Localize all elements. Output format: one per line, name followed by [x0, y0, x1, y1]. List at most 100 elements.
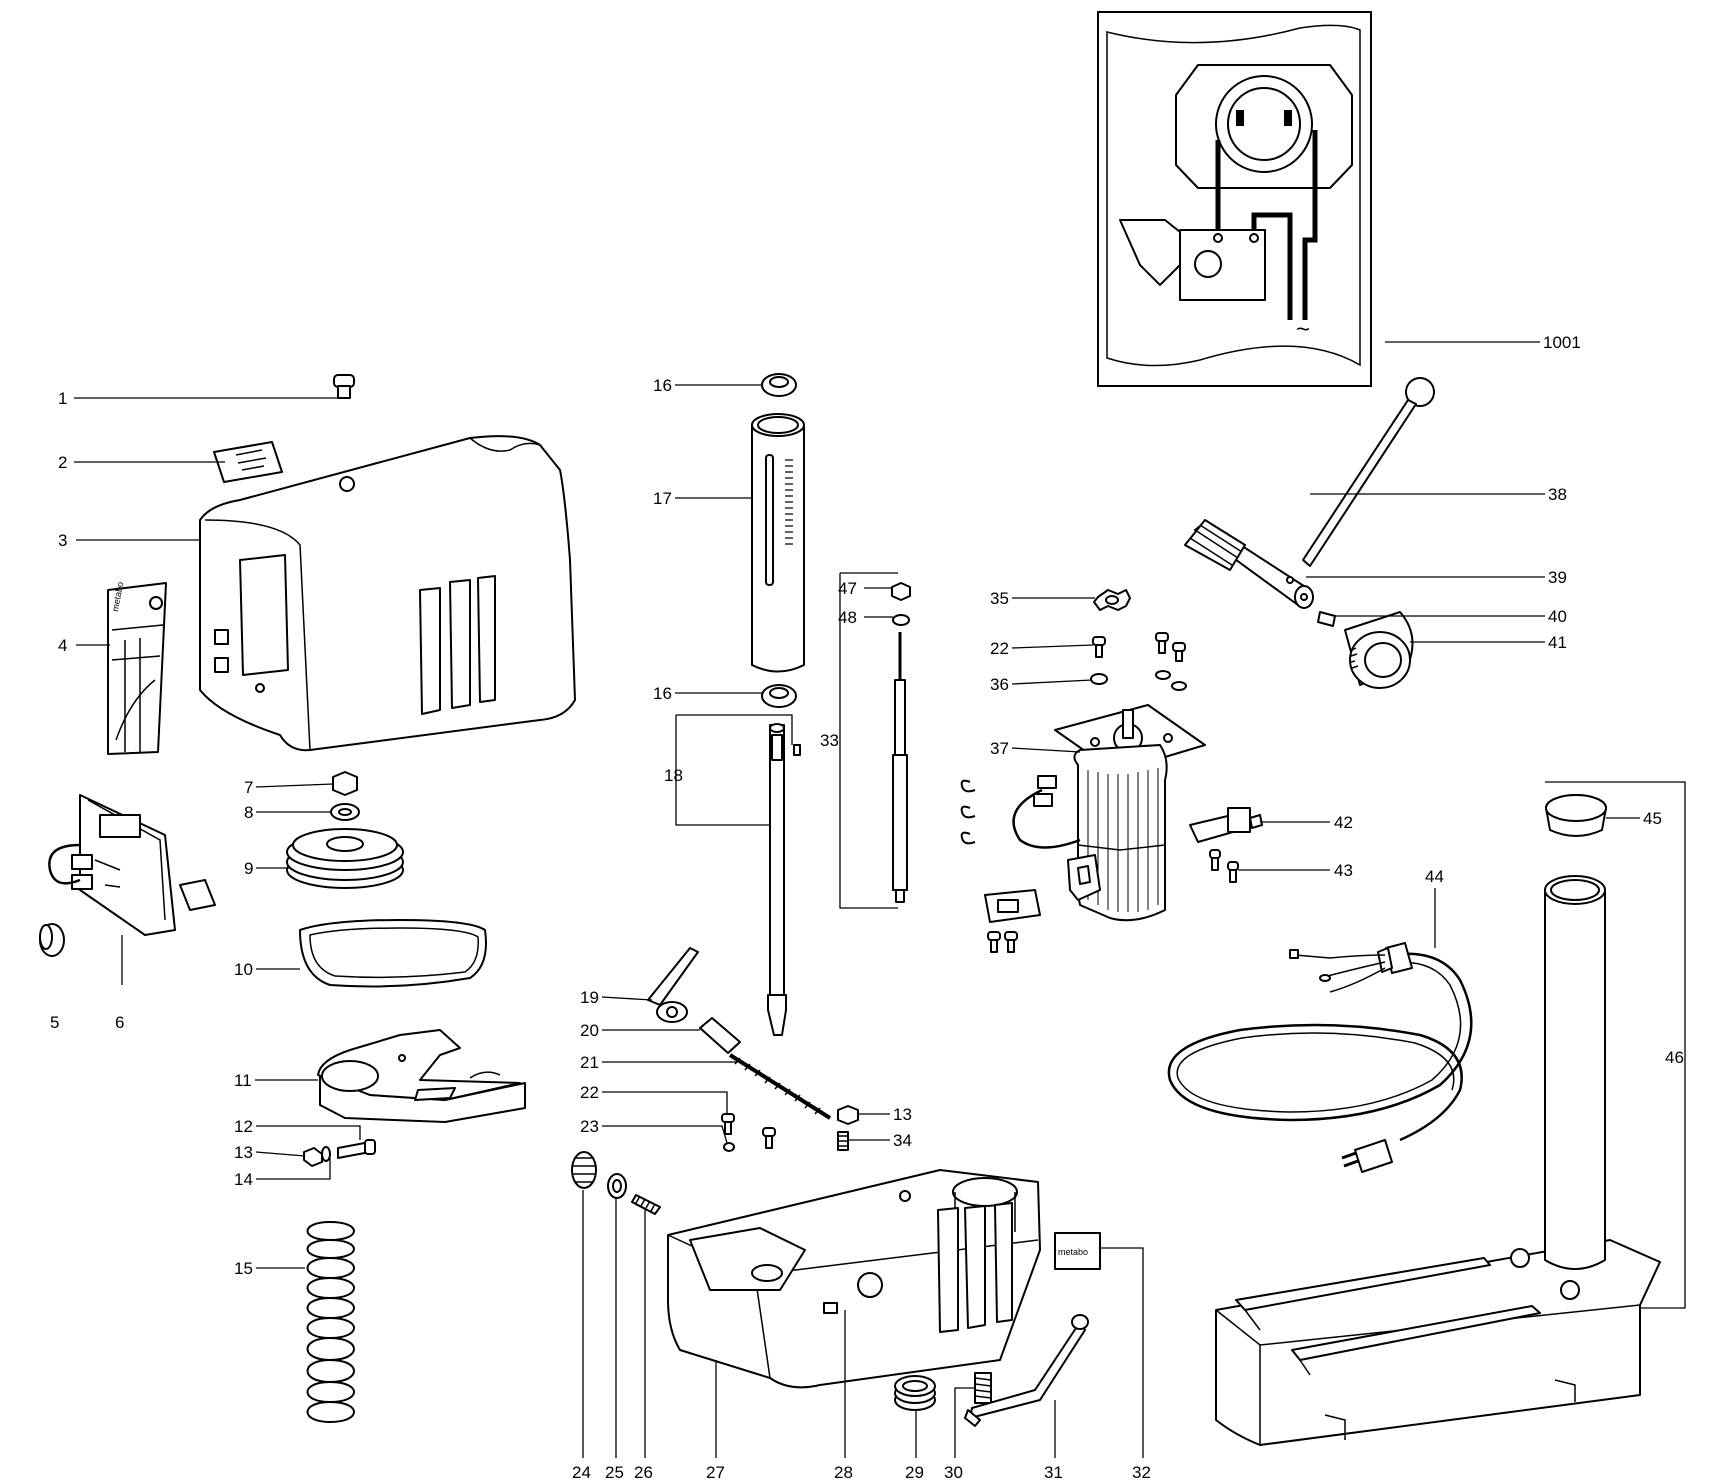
part-label-32: metabo [1054, 1232, 1101, 1270]
part-grub-screw-40 [1317, 611, 1336, 627]
part-nut-25 [607, 1173, 627, 1199]
callout-13-right: 13 [893, 1105, 912, 1124]
part-nut-7 [332, 771, 358, 796]
leader-lines [74, 341, 1686, 1458]
wiring-diagram-inset: ~ [1097, 11, 1372, 387]
callout-43: 43 [1334, 861, 1353, 880]
part-spring-15 [306, 1221, 355, 1424]
callout-16-top: 16 [653, 376, 672, 395]
callout-labels: 1 2 3 4 5 6 7 8 9 10 11 12 13 14 15 16 1… [50, 333, 1684, 1482]
callout-37: 37 [990, 739, 1009, 758]
callout-14: 14 [234, 1170, 253, 1189]
part-washer-14 [321, 1146, 331, 1162]
callout-20: 20 [580, 1021, 599, 1040]
part-washer-36 [1090, 673, 1108, 685]
callout-1: 1 [58, 389, 67, 408]
part-pulley-9 [286, 828, 404, 889]
callout-5: 5 [50, 1013, 59, 1032]
part-star-washer-35 [1093, 589, 1131, 611]
part-screws-43 [1209, 849, 1239, 883]
part-base-housing-27 [667, 1169, 1041, 1389]
part-screw-22-motor [1092, 636, 1106, 658]
part-nut-47 [891, 582, 911, 601]
part-handle-38 [1302, 377, 1435, 567]
callout-2: 2 [58, 453, 67, 472]
part-cap-45 [1545, 794, 1607, 837]
part-depth-ring-41 [1344, 611, 1414, 689]
callout-30: 30 [944, 1463, 963, 1482]
callout-40: 40 [1548, 607, 1567, 626]
callout-23: 23 [580, 1117, 599, 1136]
callout-10: 10 [234, 960, 253, 979]
callout-12: 12 [234, 1117, 253, 1136]
callout-42: 42 [1334, 813, 1353, 832]
callout-24: 24 [572, 1463, 591, 1482]
part-column-base-46 [1215, 875, 1661, 1446]
part-sleeve-20 [699, 1017, 741, 1054]
callout-39: 39 [1548, 568, 1567, 587]
part-pinion-shaft-39 [1184, 519, 1314, 609]
callout-34: 34 [893, 1131, 912, 1150]
part-knob-5 [39, 923, 65, 957]
callout-19: 19 [580, 988, 599, 1007]
part-power-cord-44 [1167, 942, 1473, 1173]
part-washer-8 [330, 803, 360, 821]
callout-22-center: 22 [580, 1083, 599, 1102]
callout-29: 29 [905, 1463, 924, 1482]
part-threaded-rod-21 [728, 1053, 832, 1120]
part-screws-motor-mount [1155, 632, 1187, 691]
part-label-plate-2 [213, 441, 283, 483]
part-housing-cover-3 [199, 435, 576, 752]
wiring-ac-symbol: ~ [1296, 316, 1310, 343]
callout-11: 11 [234, 1071, 252, 1090]
callout-28: 28 [834, 1463, 853, 1482]
part-bracket-11 [317, 1029, 526, 1123]
part-bushing-29 [894, 1375, 936, 1411]
callout-41: 41 [1548, 633, 1567, 652]
part-screw-center-extra [762, 1127, 776, 1149]
part-rod-33 [892, 632, 908, 903]
part-spring-30 [974, 1372, 992, 1404]
callout-18: 18 [664, 766, 683, 785]
part-bearing-16-top [761, 373, 797, 397]
part-setscrew-34 [837, 1131, 849, 1151]
part-bearing-16-lower [761, 684, 797, 708]
part-lever-19 [647, 947, 699, 1023]
callout-36: 36 [990, 675, 1009, 694]
callout-3: 3 [58, 531, 67, 550]
callout-9: 9 [244, 859, 253, 878]
part-quill-17 [751, 413, 805, 673]
callout-21: 21 [580, 1053, 599, 1072]
callout-45: 45 [1643, 809, 1662, 828]
callout-1001: 1001 [1543, 333, 1581, 352]
callout-32: 32 [1132, 1463, 1151, 1482]
callout-22-motor: 22 [990, 639, 1009, 658]
part-washer-48 [892, 614, 910, 626]
callout-8: 8 [244, 803, 253, 822]
part-motor-37 [960, 704, 1206, 953]
callout-7: 7 [244, 778, 253, 797]
part-screw-26 [631, 1194, 661, 1215]
callout-38: 38 [1548, 485, 1567, 504]
part-nut-13-left [303, 1147, 323, 1167]
part-brush-holder-42 [1189, 807, 1263, 843]
callout-17: 17 [653, 489, 672, 508]
part-arm-31 [964, 1314, 1089, 1427]
part-screw-22-center [721, 1113, 735, 1135]
callout-13-left: 13 [234, 1143, 253, 1162]
callout-27: 27 [706, 1463, 725, 1482]
callout-35: 35 [990, 589, 1009, 608]
part-screw-1 [333, 374, 355, 399]
callout-16-lower: 16 [653, 684, 672, 703]
callout-4: 4 [58, 636, 67, 655]
callout-44: 44 [1425, 867, 1444, 886]
part-belt-10 [299, 919, 487, 988]
label-32-brand: metabo [1058, 1247, 1088, 1257]
callout-47: 47 [838, 579, 857, 598]
part-rating-plate-4: metabo [107, 581, 167, 755]
part-spindle-18 [767, 723, 801, 1036]
part-screw-12 [337, 1139, 376, 1159]
part-bushing-24 [571, 1151, 597, 1189]
callout-6: 6 [115, 1013, 124, 1032]
